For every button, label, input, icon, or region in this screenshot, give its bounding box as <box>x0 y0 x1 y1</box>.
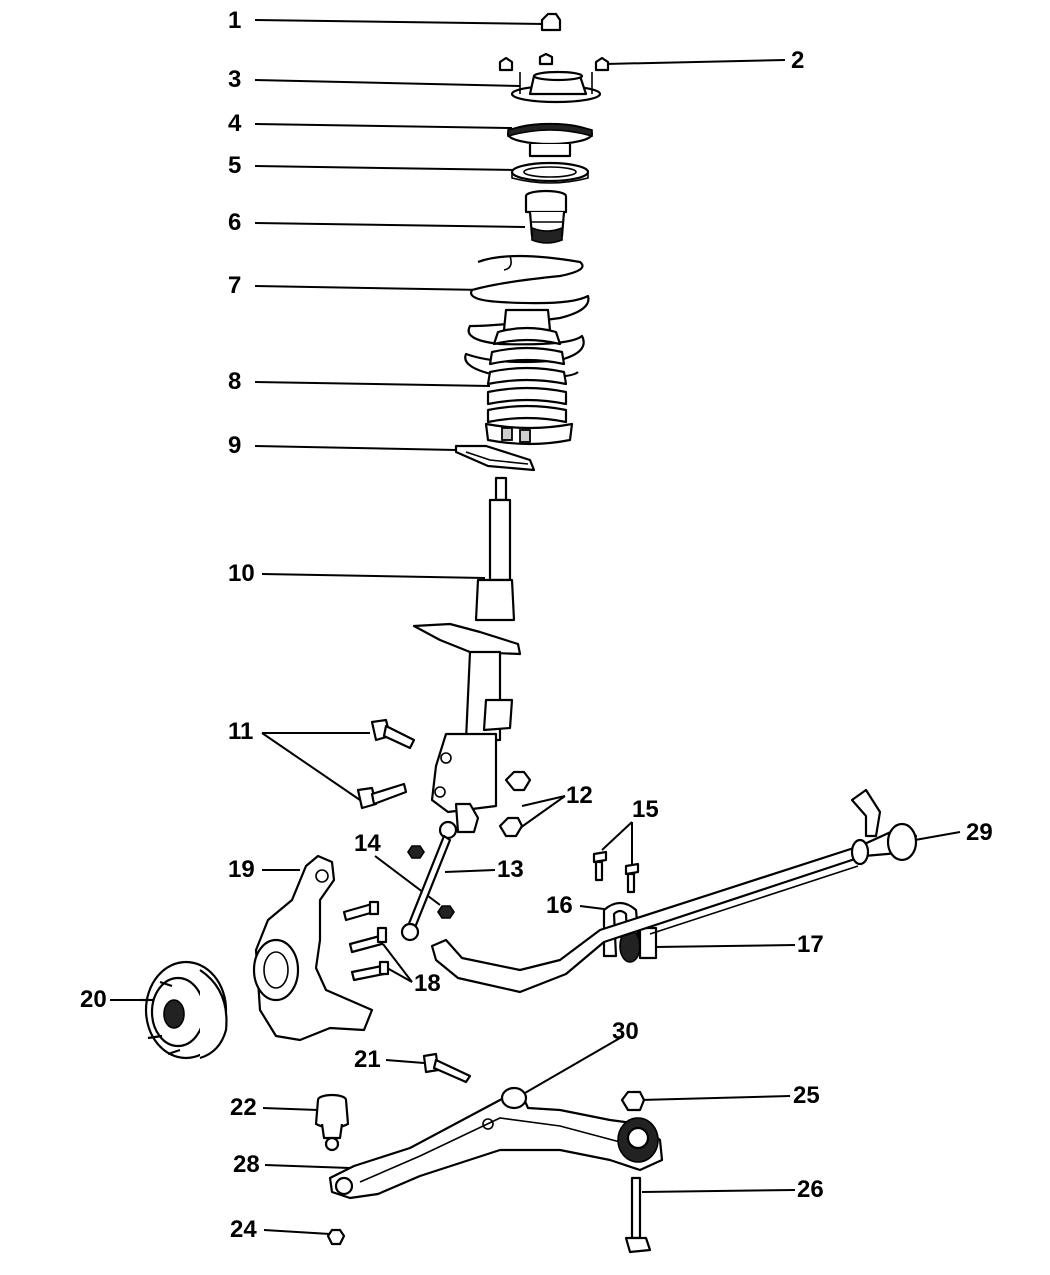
control-arm-nut-part <box>620 1090 646 1112</box>
stabilizer-bushing-part <box>619 926 658 963</box>
upper-strut-mount-part <box>510 70 602 104</box>
callout-3: 3 <box>228 66 242 93</box>
stabilizer-link-part <box>400 820 458 942</box>
callout-20: 20 <box>80 986 107 1013</box>
bushing-bolts-part <box>592 850 640 894</box>
hub-bearing-part <box>140 960 228 1060</box>
lower-control-arm-part <box>328 1086 664 1200</box>
lower-isolator-part <box>454 444 536 472</box>
callout-28: 28 <box>233 1151 260 1178</box>
callout-24: 24 <box>230 1216 257 1243</box>
callout-19: 19 <box>228 856 255 883</box>
strut-assembly-part <box>412 476 522 834</box>
callout-1: 1 <box>228 7 242 34</box>
callout-18: 18 <box>414 970 441 997</box>
callout-21: 21 <box>354 1046 381 1073</box>
rear-control-arm-bolt-part <box>624 1176 652 1254</box>
top-nut-part <box>540 12 562 32</box>
ball-joint-nut-part <box>326 1228 346 1246</box>
callout-10: 10 <box>228 560 255 587</box>
spring-seat-part <box>510 161 590 184</box>
steering-knuckle-part <box>252 854 374 1042</box>
strut-bearing-part <box>506 122 594 158</box>
callout-15: 15 <box>632 796 659 823</box>
callout-25: 25 <box>793 1082 820 1109</box>
callout-7: 7 <box>228 272 242 299</box>
callout-2: 2 <box>791 47 805 74</box>
callout-26: 26 <box>797 1176 824 1203</box>
strut-bolts-part <box>356 718 416 810</box>
callout-22: 22 <box>230 1094 257 1121</box>
dust-boot-part <box>484 308 574 446</box>
stabilizer-bar-part <box>430 788 918 994</box>
link-nuts-part <box>407 845 455 919</box>
callout-30: 30 <box>612 1018 639 1045</box>
jounce-bumper-part <box>524 189 568 244</box>
callout-8: 8 <box>228 368 242 395</box>
control-arm-bolt-part <box>422 1052 472 1084</box>
callout-14: 14 <box>354 830 381 857</box>
callout-16: 16 <box>546 892 573 919</box>
callout-9: 9 <box>228 432 242 459</box>
callout-11: 11 <box>228 718 254 745</box>
knuckle-bolts-part <box>342 900 390 982</box>
callout-13: 13 <box>497 856 524 883</box>
callout-29: 29 <box>966 819 993 846</box>
ball-joint-part <box>314 1093 350 1152</box>
callout-6: 6 <box>228 209 242 236</box>
callout-17: 17 <box>797 931 824 958</box>
callout-12: 12 <box>566 782 593 809</box>
mount-nuts-part <box>498 52 610 72</box>
strut-nuts-part <box>498 770 532 838</box>
callout-4: 4 <box>228 110 242 137</box>
callout-5: 5 <box>228 152 242 179</box>
